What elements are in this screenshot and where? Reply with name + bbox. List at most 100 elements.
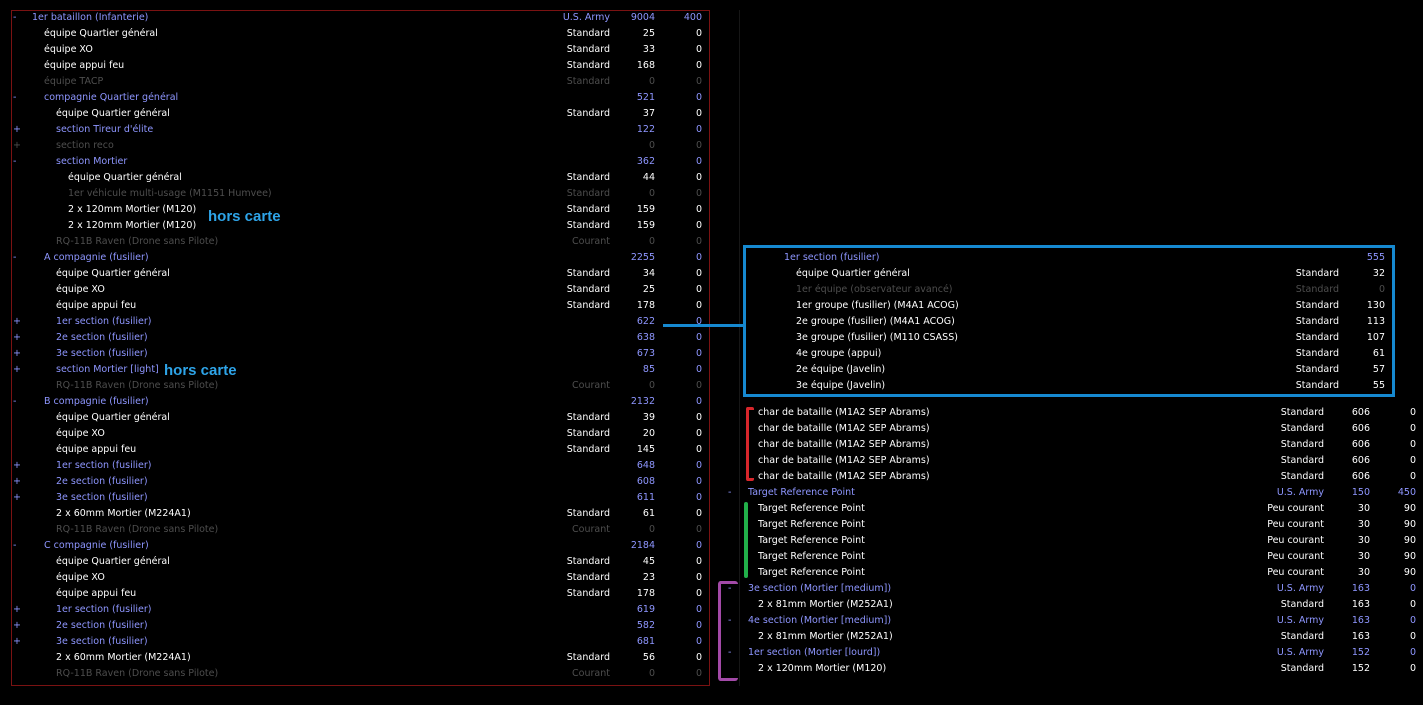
tree-row[interactable]: char de bataille (M1A2 SEP Abrams)Standa…	[0, 437, 1423, 453]
detail-row[interactable]: 1er groupe (fusilier) (M4A1 ACOG)Standar…	[0, 298, 1400, 314]
expand-toggle[interactable]: +	[13, 332, 21, 343]
expand-toggle[interactable]: +	[13, 460, 21, 471]
tree-row[interactable]: char de bataille (M1A2 SEP Abrams)Standa…	[0, 453, 1423, 469]
expand-toggle[interactable]: +	[13, 364, 21, 375]
expand-toggle[interactable]: +	[13, 636, 21, 647]
expand-toggle[interactable]: +	[13, 124, 21, 135]
detail-row[interactable]: 3e groupe (fusilier) (M110 CSASS)Standar…	[0, 330, 1400, 346]
expand-toggle[interactable]: -	[728, 583, 732, 594]
expand-toggle[interactable]: -	[13, 92, 17, 103]
unit-name: 2e section (fusilier)	[56, 620, 148, 631]
expand-toggle[interactable]: -	[13, 156, 17, 167]
unit-name: section Mortier	[56, 156, 128, 167]
expand-toggle[interactable]: -	[13, 252, 17, 263]
expand-toggle[interactable]: +	[13, 492, 21, 503]
expand-toggle[interactable]: -	[13, 540, 17, 551]
tree-row[interactable]: char de bataille (M1A2 SEP Abrams)Standa…	[0, 469, 1423, 485]
expand-toggle[interactable]: +	[13, 620, 21, 631]
secondary-value: 0	[695, 156, 702, 167]
points-value: 673	[636, 348, 655, 359]
expand-toggle[interactable]: -	[728, 487, 732, 498]
unit-name: équipe XO	[44, 44, 93, 55]
unit-name: char de bataille (M1A2 SEP Abrams)	[758, 407, 930, 418]
detail-row[interactable]: 1er section (fusilier)555	[0, 250, 1400, 266]
unit-name: Target Reference Point	[758, 567, 865, 578]
tree-row[interactable]: 1er véhicule multi-usage (M1151 Humvee)S…	[0, 186, 710, 202]
expand-toggle[interactable]: -	[13, 396, 17, 407]
secondary-value: 0	[695, 220, 702, 231]
secondary-value: 0	[1409, 455, 1416, 466]
expand-toggle[interactable]: +	[13, 604, 21, 615]
unit-name: C compagnie (fusilier)	[44, 540, 149, 551]
tree-row[interactable]: char de bataille (M1A2 SEP Abrams)Standa…	[0, 421, 1423, 437]
expand-toggle[interactable]: +	[13, 316, 21, 327]
expand-toggle[interactable]: -	[728, 647, 732, 658]
expand-toggle[interactable]: -	[728, 615, 732, 626]
detail-row[interactable]: 2e groupe (fusilier) (M4A1 ACOG)Standard…	[0, 314, 1400, 330]
expand-toggle[interactable]: +	[13, 348, 21, 359]
tree-row[interactable]: char de bataille (M1A2 SEP Abrams)Standa…	[0, 405, 1423, 421]
expand-toggle[interactable]: -	[13, 12, 17, 23]
expand-toggle[interactable]: +	[13, 140, 21, 151]
expand-toggle[interactable]: +	[13, 476, 21, 487]
